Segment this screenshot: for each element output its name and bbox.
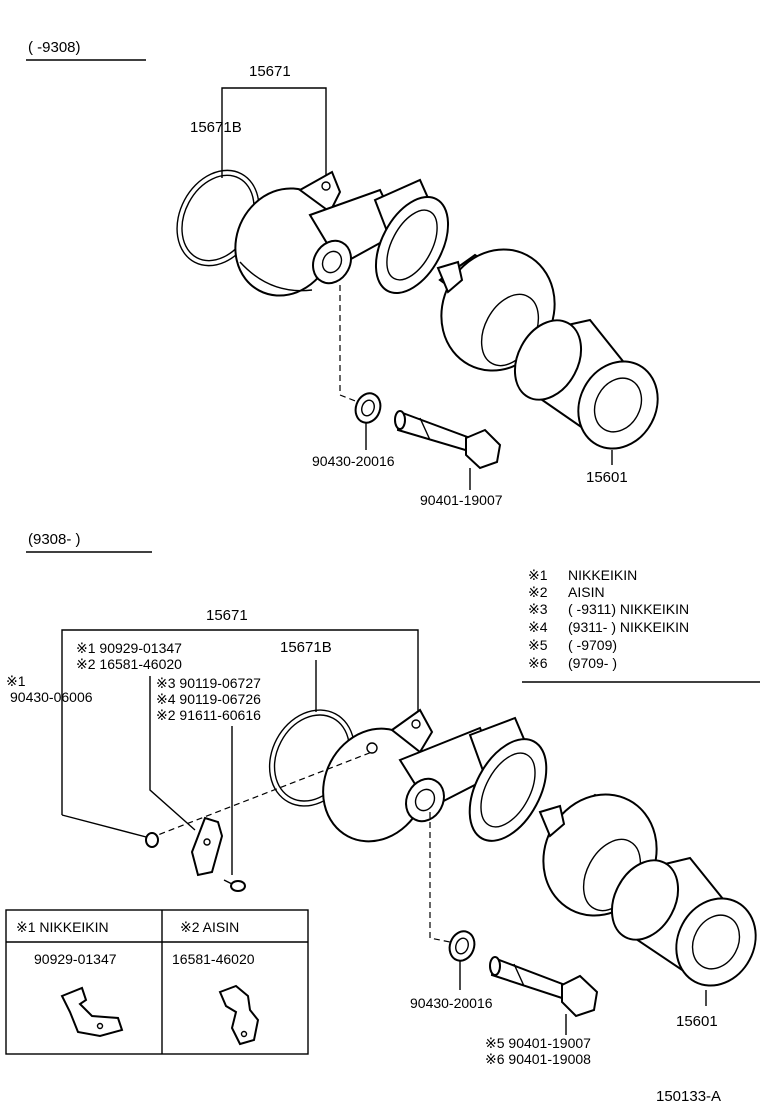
bracket-table-part-1: 90929-01347 [34, 951, 117, 967]
legend-mark-2: ※2 [528, 584, 548, 600]
bottom-callout-gasket: 15671B [280, 639, 332, 656]
legend-text-4: (9311- ) NIKKEIKIN [568, 619, 689, 635]
bottom-bolt-part-2: ※6 90401-19008 [485, 1051, 591, 1067]
legend-mark-3: ※3 [528, 601, 548, 617]
top-assembly-bracket [221, 87, 327, 178]
bottom-screw-part-2: ※4 90119-06726 [156, 691, 261, 707]
bottom-screw-part-1: ※3 90119-06727 [156, 675, 261, 691]
legend-mark-4: ※4 [528, 619, 548, 635]
legend-mark-1: ※1 [528, 567, 548, 583]
bottom-gasket-small-part: 90430-06006 [10, 689, 93, 705]
bottom-bracket-part-1: ※1 90929-01347 [76, 640, 182, 656]
figure-number: 150133-A [656, 1088, 721, 1105]
bottom-filter-bracket [322, 708, 548, 843]
top-callout-bolt: 90401-19007 [420, 492, 503, 508]
bottom-callout-filter: 15601 [676, 1013, 718, 1030]
bottom-gasket-small-mark: ※1 [6, 673, 26, 689]
legend-text-3: ( -9311) NIKKEIKIN [568, 601, 689, 617]
bracket-table-header-1: ※1 NIKKEIKIN [16, 919, 109, 935]
top-washer-leader [339, 285, 359, 403]
top-callout-gasket: 15671B [190, 119, 242, 136]
bracket-table-header-2: ※2 AISIN [180, 919, 239, 935]
top-filter-bracket [234, 170, 450, 297]
bottom-screw [223, 879, 246, 892]
legend-text-5: ( -9709) [568, 637, 617, 653]
bottom-screw-part-3: ※2 91611-60616 [156, 707, 261, 723]
legend-text-1: NIKKEIKIN [568, 567, 637, 583]
top-washer [354, 392, 382, 424]
top-callout-assembly: 15671 [249, 63, 291, 80]
bottom-date-range: (9308- ) [28, 531, 81, 548]
bracket-nikkeikin-drawing [60, 986, 124, 1038]
bottom-washer [448, 930, 476, 962]
legend-text-2: AISIN [568, 584, 605, 600]
bottom-assembly-bracket [61, 629, 419, 815]
legend-mark-6: ※6 [528, 655, 548, 671]
top-bolt [394, 410, 502, 470]
legend-text-6: (9709- ) [568, 655, 617, 671]
bracket-table-part-2: 16581-46020 [172, 951, 255, 967]
bottom-callout-washer: 90430-20016 [410, 995, 493, 1011]
bottom-oil-filter [610, 856, 757, 987]
bracket-aisin-drawing [218, 984, 260, 1046]
bottom-bolt [489, 956, 599, 1018]
bottom-callout-assembly: 15671 [206, 607, 248, 624]
top-oil-filter [513, 318, 659, 450]
top-date-range: ( -9308) [28, 39, 81, 56]
legend: ※1 NIKKEIKIN ※2 AISIN ※3 ( -9311) NIKKEI… [522, 567, 760, 683]
legend-mark-5: ※5 [528, 637, 548, 653]
top-callout-filter: 15601 [586, 469, 628, 486]
bottom-washer-leader [429, 812, 451, 943]
bottom-clip-bracket [190, 816, 224, 877]
bottom-bracket-part-2: ※2 16581-46020 [76, 656, 182, 672]
bottom-bolt-part-1: ※5 90401-19007 [485, 1035, 591, 1051]
bottom-small-gasket [145, 832, 159, 848]
top-callout-washer: 90430-20016 [312, 453, 395, 469]
bracket-table: ※1 NIKKEIKIN ※2 AISIN 90929-01347 16581-… [5, 909, 309, 1055]
